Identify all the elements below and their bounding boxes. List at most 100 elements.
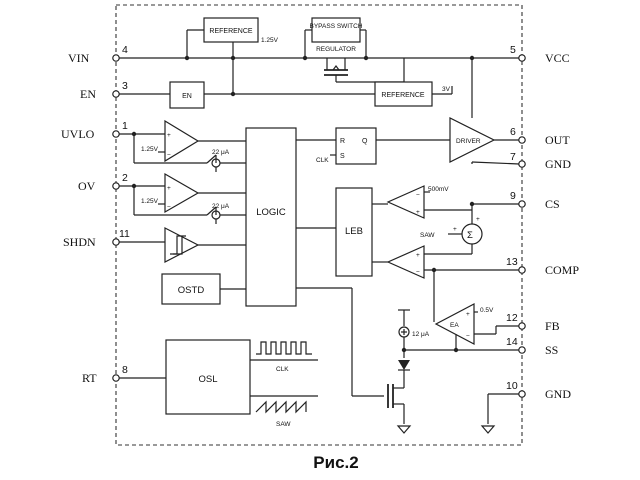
pwm-comparator: + −: [386, 245, 519, 279]
svg-text:−: −: [167, 152, 171, 159]
pin-gnd7-name: GND: [545, 157, 571, 171]
ss-current-label: 12 μA: [412, 331, 430, 338]
regulator-label: REGULATOR: [316, 46, 356, 53]
svg-text:+: +: [476, 216, 480, 223]
chip-boundary: [115, 4, 523, 446]
pin-shdn-number: 11: [119, 228, 130, 240]
pin-out: OUT 6: [510, 126, 570, 147]
pin-out-name: OUT: [545, 133, 570, 147]
pin-en-number: 3: [122, 80, 128, 92]
pin-fb-name: FB: [545, 319, 560, 333]
leb-label: LEB: [345, 226, 363, 237]
bypass-switch-label: BYPASS SWITCH: [310, 23, 363, 30]
sum-symbol: Σ: [467, 230, 473, 241]
ff-s-label: S: [340, 153, 345, 160]
driver-block: DRIVER: [449, 117, 520, 165]
svg-text:+: +: [416, 252, 420, 259]
osl-block: OSL CLK SAW: [119, 339, 318, 428]
pin-vcc: VCC 5: [510, 44, 570, 65]
pin-gnd10-name: GND: [545, 387, 571, 401]
pin-cs-name: CS: [545, 197, 560, 211]
ostd-label: OSTD: [178, 285, 205, 296]
osc-saw-label: SAW: [276, 421, 291, 428]
pin-out-number: 6: [510, 126, 516, 138]
pin-rt: RT 8: [82, 364, 128, 385]
cs-comparator: − + 500mV: [386, 185, 519, 224]
gnd-10-symbol: [480, 393, 519, 434]
reference-top-label: REFERENCE: [209, 28, 253, 35]
en-block-label: EN: [182, 93, 192, 100]
pin-gnd7-number: 7: [510, 151, 516, 163]
svg-text:+: +: [416, 209, 420, 216]
svg-text:+: +: [466, 311, 470, 318]
svg-text:+: +: [167, 132, 171, 139]
leb-block: LEB: [296, 187, 388, 277]
ff-r-label: R: [340, 138, 345, 145]
cs-ref-label: 500mV: [428, 186, 449, 193]
pin-ov-name: OV: [78, 179, 96, 193]
pin-comp-number: 13: [506, 256, 518, 268]
pin-en-name: EN: [80, 87, 96, 101]
pin-cs-number: 9: [510, 190, 516, 202]
reference-top-voltage: 1.25V: [261, 37, 279, 44]
regulator-transistor: [324, 58, 404, 83]
rs-flipflop: R Q S CLK: [296, 127, 450, 165]
vin-rail: [119, 55, 519, 61]
ov-ref-label: 1.25V: [141, 198, 159, 205]
pin-uvlo-number: 1: [122, 120, 128, 132]
pin-cs: CS 9: [510, 190, 560, 211]
uvlo-ref-label: 1.25V: [141, 146, 159, 153]
ff-clk-label: CLK: [316, 157, 329, 164]
svg-text:+: +: [167, 185, 171, 192]
pin-ss: SS 14: [506, 336, 558, 357]
svg-text:−: −: [416, 269, 420, 276]
ov-current-label: 22 μA: [212, 203, 230, 210]
pin-fb-number: 12: [506, 312, 518, 324]
pin-gnd-10: GND 10: [506, 380, 571, 401]
pin-vcc-name: VCC: [545, 51, 570, 65]
svg-text:+: +: [453, 226, 457, 233]
ov-comparator: + − 1.25V 22 μA: [119, 172, 246, 224]
bypass-switch-block: BYPASS SWITCH REGULATOR: [304, 17, 367, 58]
pin-fb: FB 12: [506, 312, 560, 333]
reference-right-label: REFERENCE: [381, 92, 425, 99]
error-amplifier: EA + − 0.5V: [433, 270, 519, 350]
osc-clk-label: CLK: [276, 366, 289, 373]
en-block: EN: [119, 81, 375, 109]
pin-ss-name: SS: [545, 343, 558, 357]
pin-rt-name: RT: [82, 371, 97, 385]
reference-right-block: REFERENCE 3V: [374, 58, 453, 107]
ea-ref-label: 0.5V: [480, 307, 494, 314]
summing-node: Σ + + SAW: [420, 216, 483, 255]
pin-ss-number: 14: [506, 336, 518, 348]
svg-text:−: −: [167, 204, 171, 211]
shdn-buffer: [119, 227, 246, 263]
reference-top-block: REFERENCE 1.25V: [186, 17, 279, 94]
pin-comp-name: COMP: [545, 263, 579, 277]
ff-q-label: Q: [362, 138, 368, 145]
pin-ov-number: 2: [122, 172, 128, 184]
pin-comp: COMP 13: [506, 256, 579, 277]
logic-label: LOGIC: [256, 207, 286, 218]
driver-label: DRIVER: [456, 138, 481, 145]
pin-vin-name: VIN: [68, 51, 90, 65]
pin-en: EN 3: [80, 80, 128, 101]
pin-shdn-name: SHDN: [63, 235, 96, 249]
uvlo-comparator: + − 1.25V 22 μA: [119, 119, 246, 172]
soft-start-section: 12 μA: [398, 309, 519, 388]
pin-vin-number: 4: [122, 44, 128, 56]
pin-gnd-7: GND 7: [510, 151, 571, 171]
figure-caption: Рис.2: [313, 453, 358, 472]
svg-text:−: −: [466, 333, 470, 340]
osl-label: OSL: [198, 374, 217, 385]
saw-in-label: SAW: [420, 232, 435, 239]
pin-shdn: SHDN 11: [63, 228, 130, 249]
pin-uvlo: UVLO 1: [61, 120, 128, 141]
pin-uvlo-name: UVLO: [61, 127, 95, 141]
pin-vin: VIN 4: [68, 44, 128, 65]
ea-label: EA: [450, 322, 459, 329]
ss-discharge-transistor: [296, 287, 412, 434]
reference-right-voltage: 3V: [442, 86, 451, 93]
pin-ov: OV 2: [78, 172, 128, 193]
